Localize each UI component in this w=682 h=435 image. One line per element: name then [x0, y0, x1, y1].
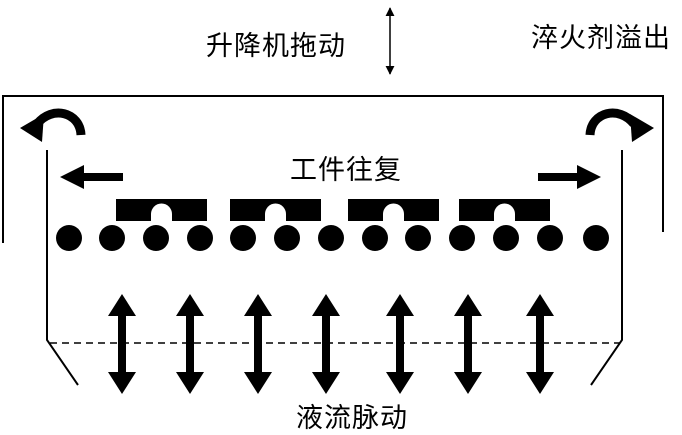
pulse-arrow-6: [454, 294, 482, 394]
outer-tank: [2, 95, 664, 243]
reciprocate-arrow-left: [60, 165, 123, 189]
roller-1: [56, 225, 82, 251]
roller-2: [99, 225, 125, 251]
overflow-arrow-right: [585, 108, 654, 142]
workpiece-2: [230, 199, 321, 221]
roller-10: [449, 225, 475, 251]
workpieces: [116, 199, 550, 221]
roller-5: [230, 225, 256, 251]
pulse-arrow-4: [312, 294, 340, 394]
overflow-arrow-left: [20, 108, 86, 142]
workpiece-4: [459, 199, 550, 221]
pulse-arrow-7: [526, 294, 554, 394]
workpiece-3: [348, 199, 439, 221]
pulse-arrows: [108, 294, 554, 394]
roller-4: [187, 225, 213, 251]
pulse-arrow-2: [176, 294, 204, 394]
workpiece-reciprocate-label: 工件往复: [290, 155, 402, 186]
roller-12: [537, 225, 563, 251]
roller-7: [318, 225, 344, 251]
pulse-arrow-3: [244, 294, 272, 394]
roller-3: [143, 225, 169, 251]
quench-overflow-label: 淬火剂溢出: [531, 23, 671, 54]
pulse-arrow-1: [108, 294, 136, 394]
lift-drag-label: 升降机拖动: [206, 31, 346, 62]
roller-13: [583, 225, 609, 251]
roller-11: [493, 225, 519, 251]
fluid-pulse-label: 液流脉动: [296, 403, 408, 434]
roller-6: [274, 225, 300, 251]
reciprocate-arrow-right: [538, 165, 601, 189]
roller-9: [405, 225, 431, 251]
pulse-arrow-5: [386, 294, 414, 394]
roller-8: [362, 225, 388, 251]
workpiece-1: [116, 199, 207, 221]
inner-basket: [46, 150, 623, 386]
rollers: [56, 225, 609, 251]
